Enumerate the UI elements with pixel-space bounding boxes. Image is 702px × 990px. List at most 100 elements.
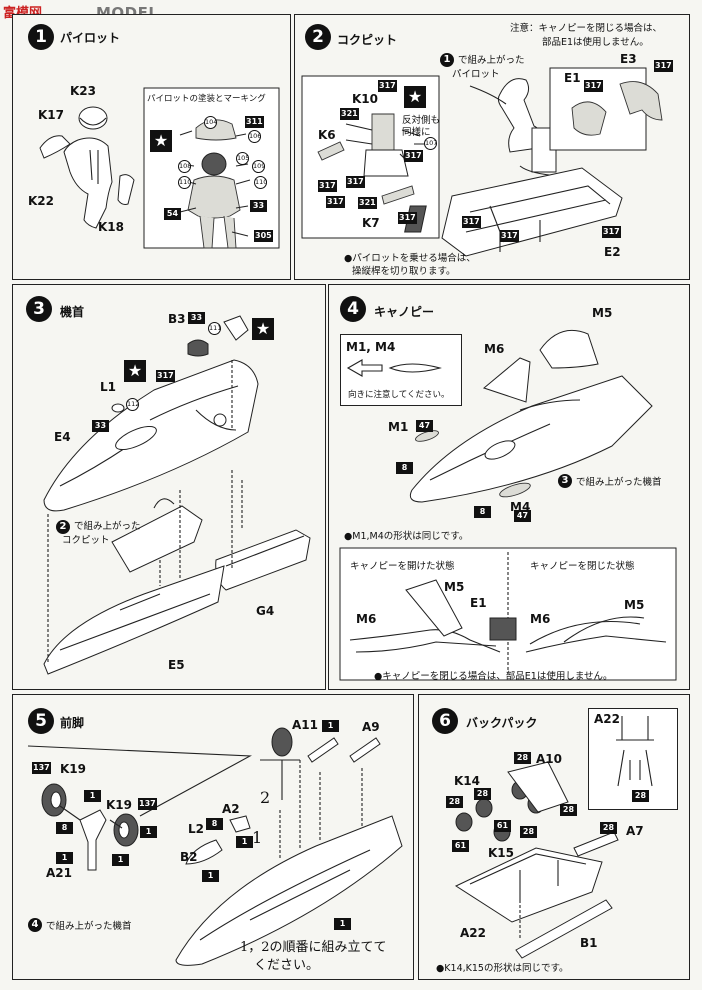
color-code: 28 [632, 790, 649, 802]
part-e2: E2 [604, 245, 621, 259]
color-code: 1 [140, 826, 157, 838]
step2-pilot-note-line2: 操縦桿を切り取ります。 [352, 266, 456, 277]
order-mark-2: 2 [260, 788, 271, 807]
part-l1: L1 [100, 380, 116, 394]
color-code: 1 [334, 918, 351, 930]
opposite-side-text2: 同様に [402, 127, 431, 138]
step1-number: 1 [28, 24, 54, 50]
color-code: 1 [112, 854, 129, 866]
assembled-ref-2-text: で組み上がった [74, 521, 141, 532]
closed-part-m5: M5 [624, 598, 645, 612]
color-code: 1 [56, 852, 73, 864]
part-b1: B1 [580, 936, 598, 950]
color-code: 317 [404, 150, 423, 162]
part-e1: E1 [564, 71, 581, 85]
star-icon: ★ [150, 130, 172, 152]
color-code: 104 [204, 116, 217, 129]
part-k6: K6 [318, 128, 336, 142]
color-code: 28 [514, 752, 531, 764]
part-k18: K18 [98, 220, 124, 234]
color-code: 305 [254, 230, 273, 242]
step4-number: 4 [340, 296, 366, 322]
color-code: 137 [138, 798, 157, 810]
part-a2: A2 [222, 802, 240, 816]
star-icon: ★ [124, 360, 146, 382]
step5-title: 前脚 [60, 716, 85, 730]
assembled-ref-2: 2 [56, 520, 70, 534]
step2-note-line1: 注意：キャノピーを閉じる場合は、 [510, 23, 663, 34]
color-code: 110 [178, 176, 191, 189]
part-k10: K10 [352, 92, 378, 106]
color-code: 8 [206, 818, 223, 830]
part-k19-left: K19 [60, 762, 86, 776]
part-k23: K23 [70, 84, 96, 98]
part-k15: K15 [488, 846, 514, 860]
part-a21: A21 [46, 866, 72, 880]
color-code: 54 [164, 208, 181, 220]
color-code: 111 [208, 322, 221, 335]
color-code: 109 [252, 160, 265, 173]
color-code: 28 [474, 788, 491, 800]
color-code: 28 [560, 804, 577, 816]
step3-number: 3 [26, 296, 52, 322]
color-code: 317 [326, 196, 345, 208]
assembled-ref-2-text2: コクピット [62, 535, 110, 546]
part-a10: A10 [536, 752, 562, 766]
part-k7: K7 [362, 216, 380, 230]
color-code: 1 [236, 836, 253, 848]
step6-title: バックパック [466, 716, 538, 730]
marking-box-title: パイロットの塗装とマーキング [147, 94, 266, 104]
star-icon: ★ [252, 318, 274, 340]
open-part-m6: M6 [356, 612, 377, 626]
part-m5: M5 [592, 306, 613, 320]
part-e4: E4 [54, 430, 71, 444]
part-g4: G4 [256, 604, 275, 618]
color-code: 110 [254, 176, 267, 189]
color-code: 317 [378, 80, 397, 92]
step2-number: 2 [305, 24, 331, 50]
order-note-line2: ください。 [254, 958, 320, 973]
part-b2: B2 [180, 850, 198, 864]
step5-number: 5 [28, 708, 54, 734]
part-e3: E3 [620, 52, 637, 66]
part-k17: K17 [38, 108, 64, 122]
color-code: 33 [188, 312, 205, 324]
assembled-ref-1-text: で組み上がった [458, 55, 525, 66]
color-code: 33 [250, 200, 267, 212]
part-a7: A7 [626, 824, 644, 838]
color-code: 105 [236, 152, 249, 165]
color-code: 321 [340, 108, 359, 120]
step6-number: 6 [432, 708, 458, 734]
color-code: 8 [474, 506, 491, 518]
step6-shape-note: ●K14,K15の形状は同じです。 [436, 963, 569, 974]
color-code: 317 [156, 370, 175, 382]
assembled-ref-1: 1 [440, 53, 454, 67]
part-k19-right: K19 [106, 798, 132, 812]
color-code: 317 [584, 80, 603, 92]
inset-parts: M1, M4 [346, 340, 396, 354]
color-code: 61 [452, 840, 469, 852]
assembled-ref-3-text: で組み上がった機首 [576, 477, 662, 488]
color-code: 106 [248, 130, 261, 143]
assembled-ref-1-text2: パイロット [452, 69, 500, 80]
part-m6: M6 [484, 342, 505, 356]
color-code: 317 [500, 230, 519, 242]
color-code: 311 [245, 116, 264, 128]
part-a22: A22 [460, 926, 486, 940]
color-code: 1 [84, 790, 101, 802]
part-m1: M1 [388, 420, 409, 434]
color-code: 112 [126, 398, 139, 411]
part-e5: E5 [168, 658, 185, 672]
color-code: 61 [494, 820, 511, 832]
color-code: 107 [424, 137, 437, 150]
part-b3: B3 [168, 312, 186, 326]
color-code: 8 [396, 462, 413, 474]
order-note-line1: 1，2の順番に組み立てて [240, 940, 387, 955]
step2-pilot-note-line1: ●パイロットを乗せる場合は、 [344, 253, 476, 264]
color-code: 28 [600, 822, 617, 834]
color-code: 108 [178, 160, 191, 173]
color-code: 317 [602, 226, 621, 238]
color-code: 28 [520, 826, 537, 838]
